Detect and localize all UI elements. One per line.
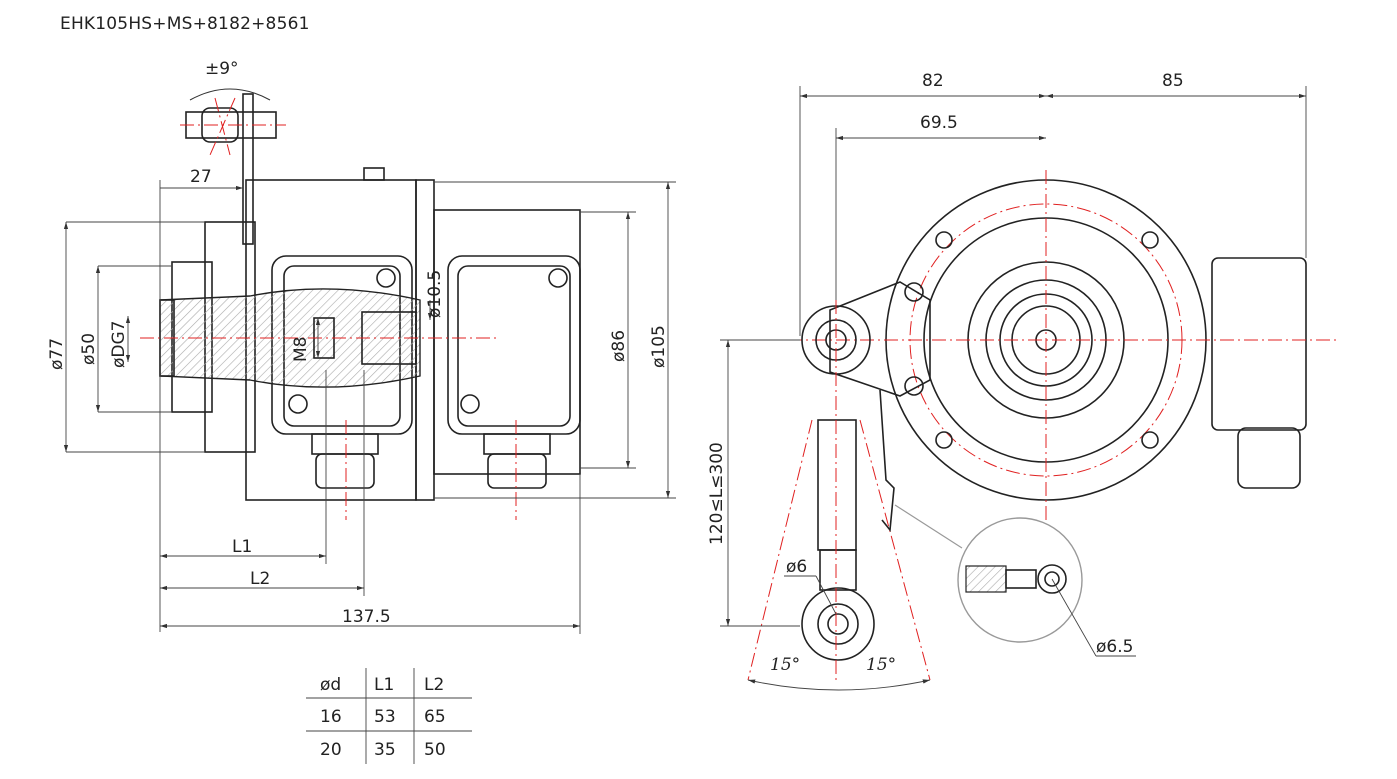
- table-cell: 65: [424, 707, 446, 727]
- dim-d105: ø105: [649, 325, 669, 368]
- dim-d50: ø50: [79, 333, 99, 365]
- side-view-dimensions: [63, 180, 676, 634]
- table-cell: 50: [424, 740, 446, 760]
- dim-69-5: 69.5: [920, 113, 958, 133]
- table-cell: 53: [374, 707, 396, 727]
- dim-d86: ø86: [609, 330, 629, 362]
- encoder-housing: [140, 167, 581, 520]
- dim-l1: L1: [232, 537, 252, 557]
- table-cell: 16: [320, 707, 342, 727]
- dim-d6-5: ø6.5: [1096, 637, 1133, 657]
- dim-dg7: øDG7: [109, 321, 129, 368]
- tilt-bracket: [180, 88, 286, 245]
- dim-27: 27: [190, 167, 212, 187]
- dim-d77: ø77: [47, 338, 67, 370]
- tether-arm: [747, 281, 931, 681]
- front-view: 82 85 69.5 120≤L≤300 ø6 ø6.5 15° 15°: [707, 71, 1340, 691]
- angle-label: ±9°: [205, 59, 239, 79]
- drawing-title: EHK105HS+MS+8182+8561: [60, 14, 310, 34]
- dim-length-range: 120≤L≤300: [707, 442, 727, 545]
- angle-15-left: 15°: [770, 655, 800, 675]
- dim-82: 82: [922, 71, 944, 91]
- table-cell: 35: [374, 740, 396, 760]
- detail-circle: [894, 504, 1136, 657]
- dim-l2: L2: [250, 569, 270, 589]
- side-view: ±9° 27 ø77 ø50 øDG7 M8 ø10.5 ø86 ø105 L1…: [47, 59, 676, 634]
- dim-d6: ø6: [786, 557, 807, 577]
- table-cell: 20: [320, 740, 342, 760]
- table-header-l1: L1: [374, 675, 394, 695]
- dim-137-5: 137.5: [342, 607, 391, 627]
- angle-15-right: 15°: [866, 655, 896, 675]
- size-table: ød L1 L2 16 53 65 20 35 50: [306, 668, 472, 764]
- table-header-l2: L2: [424, 675, 444, 695]
- dim-85: 85: [1162, 71, 1184, 91]
- table-header-d: ød: [320, 675, 341, 695]
- dim-d10-5: ø10.5: [425, 270, 445, 318]
- encoder-front: [740, 170, 1340, 520]
- thread-m8: M8: [291, 337, 311, 362]
- front-view-dimensions: [720, 86, 1307, 691]
